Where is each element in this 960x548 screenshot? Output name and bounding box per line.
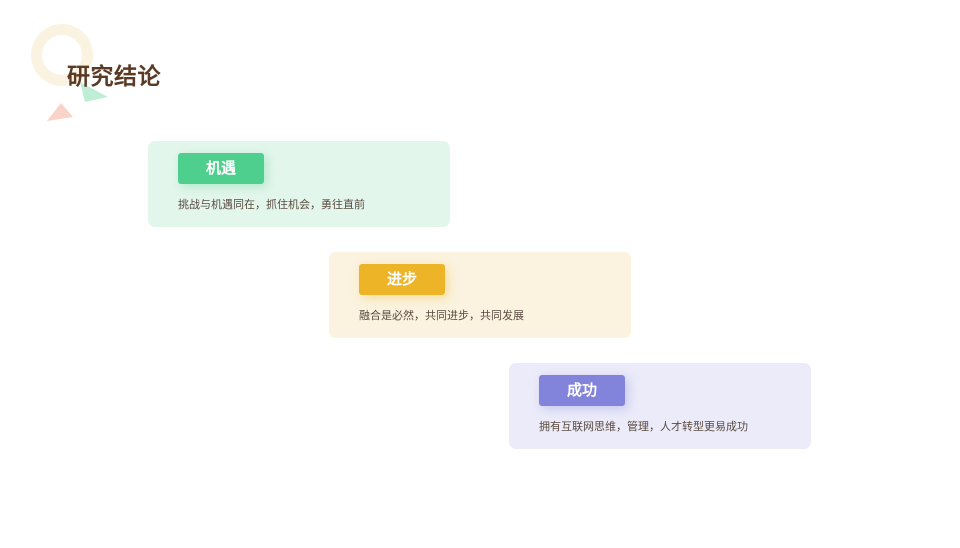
card-description: 融合是必然，共同进步，共同发展 bbox=[359, 309, 524, 322]
card-tag: 机遇 bbox=[178, 153, 264, 184]
card-tag: 成功 bbox=[539, 375, 625, 406]
decorative-triangle-green bbox=[80, 82, 108, 102]
decorative-ring bbox=[31, 24, 93, 86]
card-description: 拥有互联网思维，管理，人才转型更易成功 bbox=[539, 420, 748, 433]
conclusion-card-progress: 进步 融合是必然，共同进步，共同发展 bbox=[329, 252, 631, 338]
conclusion-card-opportunity: 机遇 挑战与机遇同在，抓住机会，勇往直前 bbox=[148, 141, 450, 227]
card-tag: 进步 bbox=[359, 264, 445, 295]
decorative-triangle-pink bbox=[47, 103, 73, 121]
card-description: 挑战与机遇同在，抓住机会，勇往直前 bbox=[178, 198, 365, 211]
conclusion-card-success: 成功 拥有互联网思维，管理，人才转型更易成功 bbox=[509, 363, 811, 449]
page-title: 研究结论 bbox=[67, 64, 161, 90]
